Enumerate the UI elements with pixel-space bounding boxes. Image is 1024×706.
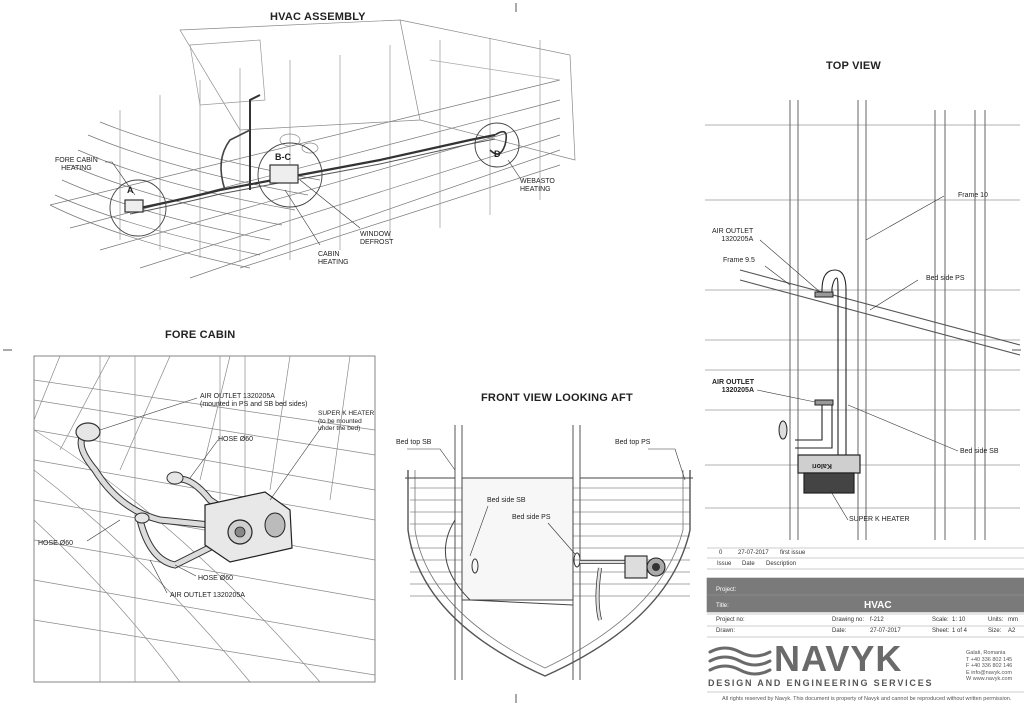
scale-value: 1: 10 <box>952 617 966 623</box>
rev-header-issue: Issue <box>717 561 732 567</box>
date-value: 27-07-2017 <box>870 628 901 634</box>
company-address: Galati, Romania T +40 336 802 145 F +40 … <box>966 650 1012 683</box>
hvac-assembly-title: HVAC ASSEMBLY <box>270 11 366 23</box>
hvac-assembly-drawing <box>49 19 576 279</box>
heater-brand-label: Kalori <box>812 462 832 469</box>
address-line: E info@navyk.com <box>966 669 1012 676</box>
project-no-label: Project no: <box>716 617 745 623</box>
rev-description: first issue <box>780 550 806 556</box>
air-outlet-label-2: AIR OUTLET 1320205A <box>170 592 245 599</box>
rev-date: 27-07-2017 <box>738 550 769 556</box>
address-line: T +40 336 802 145 <box>966 656 1013 663</box>
company-name: NAVYK <box>774 638 903 679</box>
bed-top-sb-label: Bed top SB <box>396 439 432 446</box>
rights-notice: All rights reserved by Navyk. This docum… <box>722 696 1012 702</box>
units-label: Units: <box>988 617 1004 623</box>
size-label: Size: <box>988 628 1002 634</box>
size-value: A2 <box>1008 628 1016 634</box>
title-label: Title: <box>716 603 729 609</box>
date-label: Date: <box>832 628 847 634</box>
rev-issue: 0 <box>719 550 723 556</box>
navyk-wave-logo <box>708 646 772 676</box>
detail-marker-d: D <box>494 149 501 159</box>
drawing-no-value: f-212 <box>870 617 884 623</box>
frame-10-label: Frame 10 <box>958 192 988 199</box>
title-value: HVAC <box>864 600 892 611</box>
super-k-heater-top-label: SUPER K HEATER <box>849 516 910 523</box>
rev-header-date: Date <box>742 561 755 567</box>
detail-marker-bc: B-C <box>275 152 291 162</box>
sheet-value: 1 of 4 <box>952 628 968 634</box>
title-block-frame <box>706 547 1024 693</box>
air-outlet-bottom-label: AIR OUTLET 1320205A <box>712 379 754 394</box>
address-line: F +40 336 802 146 <box>966 663 1013 670</box>
detail-marker-a: A <box>127 185 134 195</box>
fore-cabin-heating-label: FORE CABIN HEATING <box>55 157 98 172</box>
address-line: W www.navyk.com <box>966 676 1013 683</box>
super-k-heater-label: SUPER K HEATER (to be mounted under the … <box>318 410 375 432</box>
scale-label: Scale: <box>932 617 949 623</box>
bed-side-ps-label: Bed side PS <box>512 514 551 521</box>
top-view-title: TOP VIEW <box>826 60 881 72</box>
window-defrost-label: WINDOW DEFROST <box>360 231 394 246</box>
address-line: Galati, Romania <box>966 650 1006 656</box>
fore-cabin-title: FORE CABIN <box>165 329 236 341</box>
rev-header-description: Description <box>766 561 797 567</box>
top-view-drawing <box>705 100 1021 540</box>
fore-cabin-drawing <box>33 355 376 683</box>
air-outlet-top-label: AIR OUTLET 1320205A <box>712 228 754 243</box>
bed-side-sb-label: Bed side SB <box>487 497 526 504</box>
bed-side-sb-top-label: Bed side SB <box>960 448 999 455</box>
cabin-heating-label: CABIN HEATING <box>318 251 349 266</box>
units-value: mm <box>1008 617 1018 623</box>
project-label: Project: <box>716 587 737 593</box>
drawing-no-label: Drawing no: <box>832 617 865 623</box>
air-outlet-label-1: AIR OUTLET 1320205A (mounted in PS and S… <box>200 393 308 408</box>
company-tagline: DESIGN AND ENGINEERING SERVICES <box>708 678 934 688</box>
hose-label-top: HOSE Ø60 <box>218 436 254 443</box>
webasto-heating-label: WEBASTO HEATING <box>520 178 555 193</box>
front-view-title: FRONT VIEW LOOKING AFT <box>481 392 633 404</box>
sheet-border-ticks <box>3 3 1021 703</box>
bed-top-ps-label: Bed top PS <box>615 439 651 446</box>
drawn-label: Drawn: <box>716 628 736 634</box>
hose-label-bottom: HOSE Ø60 <box>198 575 234 582</box>
hose-label-left: HOSE Ø60 <box>38 540 74 547</box>
frame-9-5-label: Frame 9.5 <box>723 257 755 264</box>
front-view-drawing <box>405 425 693 680</box>
sheet-label: Sheet: <box>932 628 950 634</box>
bed-side-ps-top-label: Bed side PS <box>926 275 965 282</box>
